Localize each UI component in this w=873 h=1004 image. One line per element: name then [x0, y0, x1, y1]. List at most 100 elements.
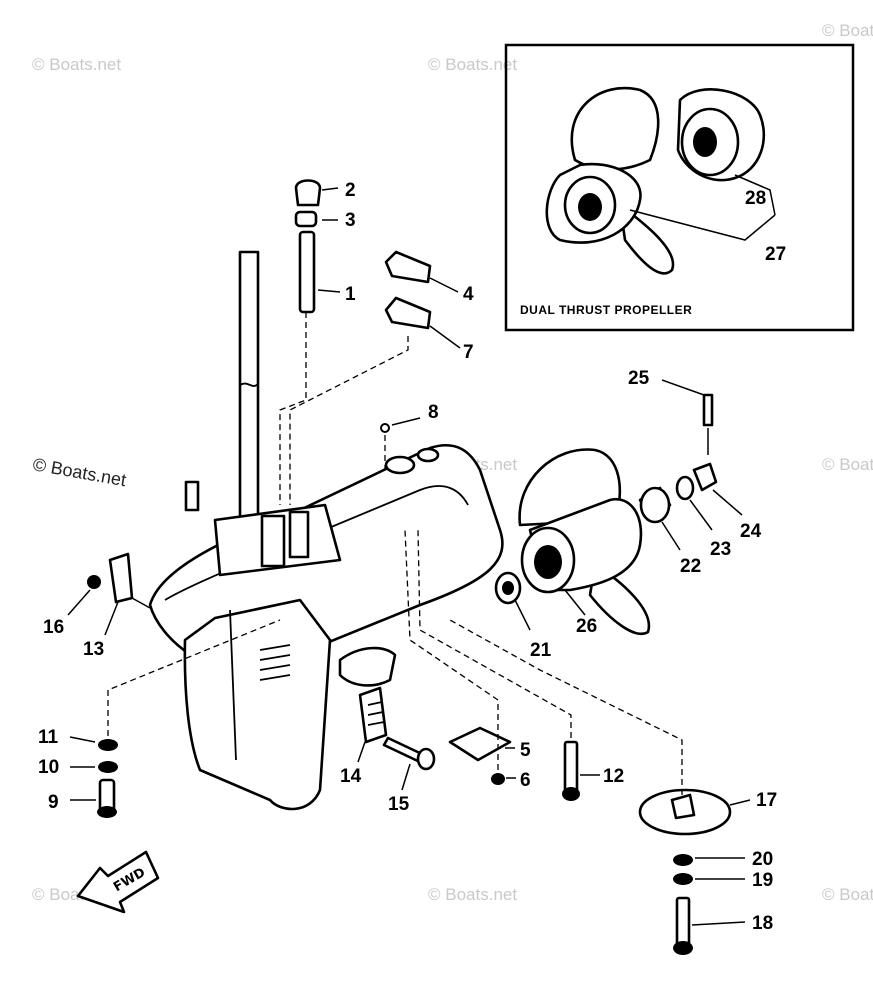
leader-17: [729, 799, 751, 806]
inset-propeller-blade: [618, 203, 675, 275]
gearcase-line: [259, 654, 291, 661]
propeller-hub-bore: [534, 545, 562, 579]
callout-25: 25: [628, 368, 650, 389]
callout-18: 18: [752, 913, 773, 934]
fwd-arrow-shape: [76, 850, 160, 914]
leader-25: [661, 379, 705, 396]
callout-4: 4: [463, 284, 474, 305]
leader-11: [69, 736, 96, 743]
part-9-head: [97, 806, 117, 818]
callout-23: 23: [710, 539, 731, 560]
callout-15: 15: [388, 794, 410, 815]
inset-caption: DUAL THRUST PROPELLER: [520, 303, 692, 317]
leader-15: [401, 763, 411, 791]
pump-boss: [288, 510, 310, 559]
callout-17: 17: [756, 790, 777, 811]
callout-11: 11: [38, 727, 59, 748]
prop-shaft-housing: [338, 646, 397, 687]
gearcase-line: [229, 609, 237, 761]
parts-13-16: 16 13: [43, 552, 151, 660]
callout-12: 12: [603, 766, 624, 787]
watermark: © Boats.net: [428, 885, 517, 904]
callout-3: 3: [345, 210, 356, 231]
callout-26: 26: [576, 616, 597, 637]
callout-16: 16: [43, 617, 64, 638]
part-23-washer: [675, 475, 695, 501]
part-25-pin: [702, 393, 714, 427]
parts-14-15: 14 15: [340, 686, 436, 815]
watermark: © Boats.net: [822, 885, 873, 904]
guide-1: [279, 312, 307, 505]
part-19: [673, 873, 693, 885]
callout-27: 27: [765, 244, 786, 265]
callout-22: 22: [680, 556, 701, 577]
part-18-bolt: [675, 896, 691, 948]
guide-6: [404, 529, 499, 770]
inset-spacer-bore: [693, 127, 717, 157]
parts-9-10-11: 11 10 9: [38, 619, 281, 818]
part-17-boss: [670, 793, 696, 820]
parts-17-20: 17 20 19 18: [449, 619, 777, 955]
shift-rod: [298, 230, 316, 314]
callout-24: 24: [740, 521, 762, 542]
part-16: [87, 575, 101, 589]
guide-11: [107, 619, 281, 736]
shift-rod-assembly: 2 3 1: [279, 179, 356, 505]
leader-26: [564, 589, 586, 616]
inset-dual-thrust-propeller: 28 27 DUAL THRUST PROPELLER: [504, 43, 855, 332]
part-18-head: [673, 941, 693, 955]
leader-1: [317, 289, 341, 293]
leader-24: [712, 489, 743, 516]
part-24-nut: [692, 462, 718, 492]
callout-6: 6: [520, 770, 531, 791]
parts-5-6: 5 6: [404, 529, 531, 791]
inset-frame: [504, 43, 855, 332]
part-10: [98, 761, 118, 773]
leader-27: [629, 209, 776, 241]
part-13: [108, 552, 134, 604]
callout-5: 5: [520, 740, 531, 761]
callout-10: 10: [38, 757, 59, 778]
watermark: © Boats.net: [32, 55, 121, 74]
guide-7: [289, 336, 409, 505]
callout-1: 1: [345, 284, 356, 305]
leader-7: [429, 325, 461, 349]
part-22-face: [639, 486, 671, 524]
leader-23: [689, 499, 713, 531]
part-14: [358, 686, 388, 744]
part-21-hole: [502, 581, 514, 595]
oring-3: [294, 210, 318, 228]
boss: [416, 447, 440, 463]
propeller-assembly: 26 21: [494, 448, 651, 661]
leader-13b: [131, 597, 151, 609]
drive-shaft: [238, 250, 260, 522]
lower-case-housing: [148, 443, 504, 811]
watermark: © Boats.net: [428, 55, 517, 74]
callout-14: 14: [340, 766, 362, 787]
leader-14: [357, 741, 366, 763]
leader-28: [734, 174, 776, 216]
part-12-group: 12: [417, 529, 624, 801]
callout-9: 9: [48, 792, 59, 813]
boss: [384, 455, 416, 475]
part-8: [380, 423, 390, 433]
watermark-dark: © Boats.net: [31, 454, 127, 490]
guide-17: [449, 619, 683, 795]
plates-4-7: 4 7: [289, 250, 474, 505]
part-20: [673, 854, 693, 866]
part-4: [384, 250, 432, 284]
gearcase-line: [259, 674, 291, 681]
leader-18: [691, 921, 746, 926]
leader-22: [661, 521, 681, 551]
callout-8: 8: [428, 402, 439, 423]
leader-8: [391, 417, 421, 426]
gearcase-line: [259, 644, 291, 651]
callout-20: 20: [752, 849, 773, 870]
callout-2: 2: [345, 180, 356, 201]
cap-2: [294, 179, 322, 207]
stud: [184, 480, 200, 512]
callout-13: 13: [83, 639, 104, 660]
parts-22-25: 22 23 24 25: [628, 368, 762, 577]
